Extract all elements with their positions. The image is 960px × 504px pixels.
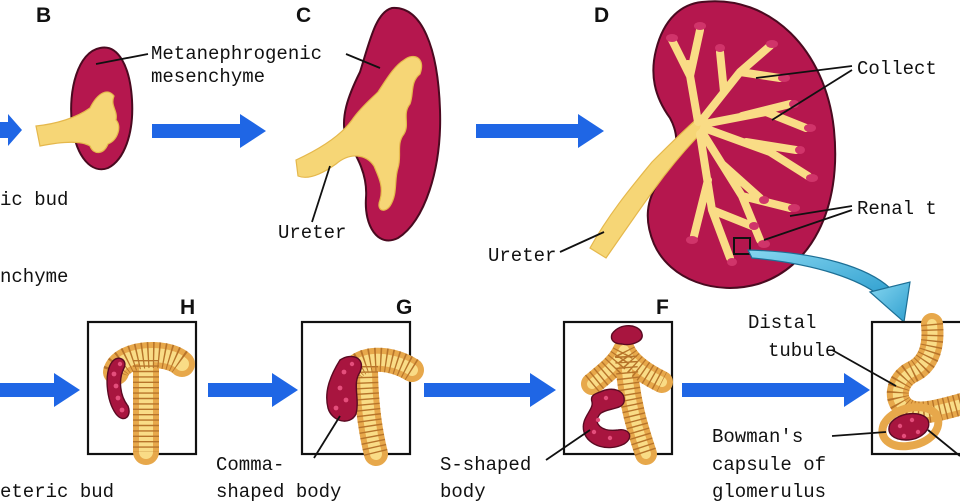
kidney-stage-d bbox=[589, 0, 837, 289]
label-mesenchyme: nchyme bbox=[0, 266, 68, 288]
blue-arrow-bottom-0 bbox=[0, 373, 80, 407]
blue-arrow-top-0 bbox=[0, 114, 22, 146]
leader-glomerulus bbox=[927, 429, 960, 457]
leader-bowman bbox=[831, 431, 887, 437]
comma-body-g bbox=[326, 355, 363, 422]
label-bowman-2: capsule of bbox=[712, 454, 826, 476]
label-s-shaped-2: body bbox=[440, 481, 486, 503]
label-ureteric-bud-bottom: eteric bud bbox=[0, 481, 114, 503]
zoom-arrow bbox=[747, 249, 911, 324]
label-ureteric-bud-top: ic bud bbox=[0, 189, 68, 211]
label-bowman-1: Bowman's bbox=[712, 426, 803, 448]
kidney-stage-c bbox=[295, 6, 442, 242]
leader-collecting-1 bbox=[755, 65, 853, 79]
panel-e bbox=[870, 313, 960, 456]
cap-cells-h bbox=[106, 357, 130, 420]
stage-label-d: D bbox=[594, 4, 609, 27]
blue-arrow-b-c bbox=[152, 114, 266, 148]
leader-ureter-c bbox=[311, 165, 331, 223]
stage-label-c: C bbox=[296, 4, 311, 27]
label-metanephrogenic-1: Metanephrogenic bbox=[151, 43, 322, 65]
collecting-duct-tree bbox=[589, 26, 812, 262]
blue-arrow-c-d bbox=[476, 114, 604, 148]
leader-metanephrogenic-c bbox=[345, 53, 381, 69]
leader-comma bbox=[313, 415, 341, 459]
label-renal-tubule: Renal t bbox=[857, 198, 937, 220]
blue-arrow-h-g bbox=[208, 373, 298, 407]
label-ureter-c: Ureter bbox=[278, 222, 346, 244]
stage-label-g: G bbox=[396, 296, 412, 319]
panel-h bbox=[86, 320, 198, 465]
panel-f bbox=[562, 320, 674, 465]
kidney-stage-b bbox=[35, 46, 134, 171]
label-s-shaped-1: S-shaped bbox=[440, 454, 531, 476]
zoom-region-box bbox=[733, 237, 751, 255]
label-comma-1: Comma- bbox=[216, 454, 284, 476]
label-collecting: Collect bbox=[857, 58, 937, 80]
leader-s-shaped bbox=[545, 429, 591, 461]
blue-arrow-g-f bbox=[424, 373, 556, 407]
panel-g bbox=[300, 320, 424, 466]
label-distal-2: tubule bbox=[768, 340, 836, 362]
leader-metanephrogenic bbox=[95, 53, 149, 65]
label-ureter-d: Ureter bbox=[488, 245, 556, 267]
bowman-capsule-e bbox=[878, 403, 943, 451]
cap-f bbox=[610, 325, 643, 346]
label-bowman-3: glomerulus bbox=[712, 481, 826, 503]
blue-arrow-f-e bbox=[682, 373, 870, 407]
leader-renal-2 bbox=[763, 209, 853, 241]
label-distal-1: Distal bbox=[748, 312, 816, 334]
leader-renal-1 bbox=[789, 205, 853, 217]
stage-label-f: F bbox=[656, 296, 669, 319]
tubule-f bbox=[581, 339, 673, 465]
leader-ureter-d bbox=[559, 231, 605, 253]
leader-distal bbox=[831, 349, 897, 387]
stage-label-h: H bbox=[180, 296, 195, 319]
stage-label-b: B bbox=[36, 4, 51, 27]
label-comma-2: shaped body bbox=[216, 481, 341, 503]
label-metanephrogenic-2: mesenchyme bbox=[151, 66, 265, 88]
s-body-f bbox=[582, 388, 631, 449]
leader-collecting-2 bbox=[771, 69, 853, 121]
renal-tubule-dots bbox=[666, 22, 818, 266]
